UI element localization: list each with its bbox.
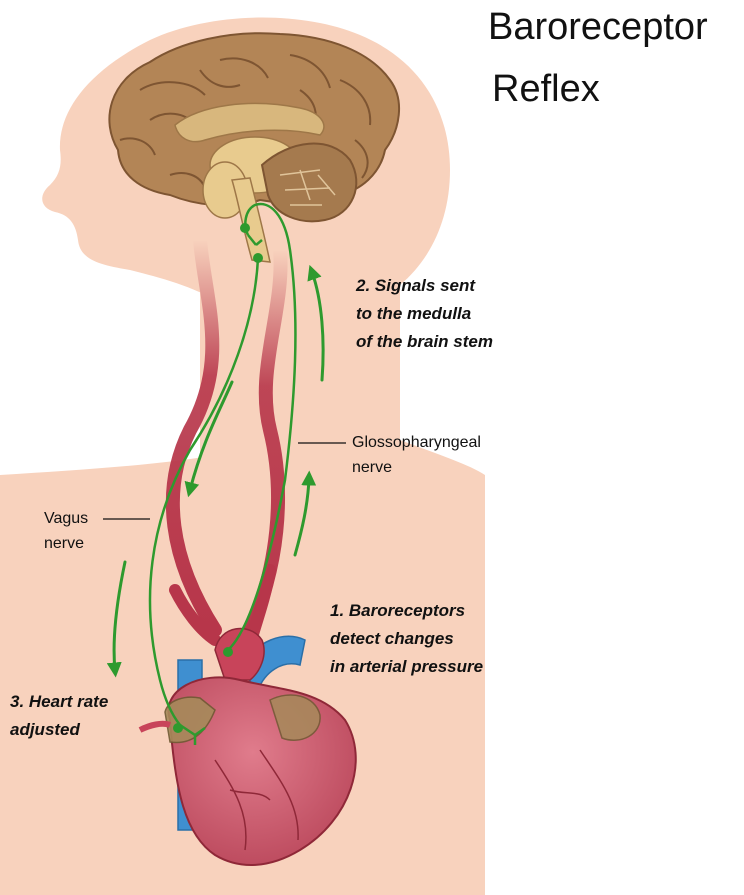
glossopharyngeal-label-line-1: Glossopharyngeal	[352, 434, 481, 451]
title-line-1: Baroreceptor	[488, 6, 708, 48]
glossopharyngeal-label-line-2: nerve	[352, 459, 393, 476]
title-line-2: Reflex	[492, 68, 600, 110]
step-2-line-1: 2. Signals sent	[356, 276, 476, 295]
label-leaders	[103, 442, 346, 520]
heart	[138, 627, 357, 866]
nerves	[148, 202, 297, 745]
step-2-line-3: of the brain stem	[356, 332, 493, 351]
step-3-line-2: adjusted	[10, 720, 80, 739]
step-3-line-1: 3. Heart rate	[10, 692, 109, 711]
step-1-line-1: 1. Baroreceptors	[330, 601, 466, 620]
nerve-arrows	[106, 264, 325, 678]
vagus-label-line-2: nerve	[44, 535, 85, 552]
step-1-line-2: detect changes	[330, 629, 454, 648]
step-2-line-2: to the medulla	[356, 304, 472, 323]
vagus-label-line-1: Vagus	[44, 510, 89, 527]
step-1-line-3: in arterial pressure	[330, 657, 484, 676]
brain	[108, 32, 401, 263]
nerve-endings	[173, 223, 263, 733]
